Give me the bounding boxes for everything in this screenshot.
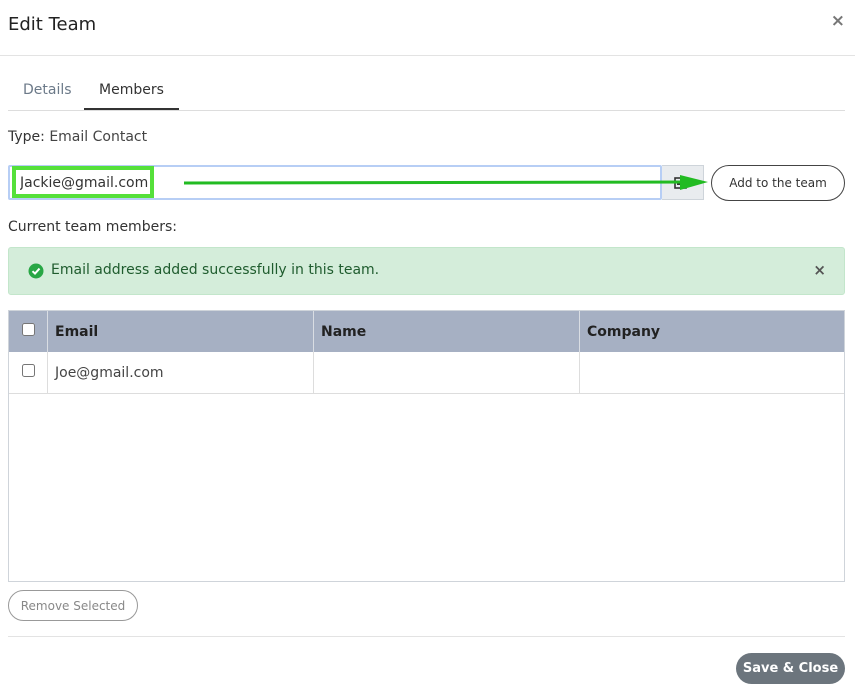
check-circle-icon: [28, 263, 44, 279]
email-input[interactable]: [8, 165, 662, 200]
add-to-team-button[interactable]: Add to the team: [711, 165, 845, 201]
table-row: Joe@gmail.com: [9, 352, 844, 394]
save-and-close-button[interactable]: Save & Close: [736, 653, 845, 684]
row-checkbox[interactable]: [21, 364, 35, 377]
alert-close-icon[interactable]: ×: [813, 261, 826, 279]
remove-selected-button[interactable]: Remove Selected: [8, 590, 138, 621]
type-label: Type:: [8, 129, 45, 145]
tab-members[interactable]: Members: [84, 71, 179, 110]
dialog-title: Edit Team: [8, 14, 97, 35]
cell-company: [579, 352, 844, 394]
alert-message: Email address added successfully in this…: [51, 262, 380, 278]
select-all-cell: [9, 311, 48, 352]
table-header-row: Email Name Company: [9, 311, 844, 352]
success-alert: Email address added successfully in this…: [8, 247, 845, 295]
tab-details[interactable]: Details: [23, 82, 72, 98]
contact-card-icon: [674, 177, 689, 189]
type-line: Type: Email Contact: [8, 129, 147, 145]
tab-bar: Details Members: [8, 71, 845, 111]
dialog-header: Edit Team ×: [0, 0, 855, 56]
members-table: Email Name Company Joe@gmail.com: [8, 310, 845, 582]
cell-name: [313, 352, 580, 394]
select-all-checkbox[interactable]: [21, 323, 35, 336]
row-select-cell: [9, 352, 48, 394]
column-header-name[interactable]: Name: [313, 311, 580, 352]
current-members-label: Current team members:: [8, 219, 177, 235]
column-header-company[interactable]: Company: [579, 311, 844, 352]
footer-divider: [8, 636, 845, 637]
input-addon-button[interactable]: [662, 165, 704, 200]
cell-email: Joe@gmail.com: [47, 352, 314, 394]
type-value: Email Contact: [49, 129, 148, 145]
close-icon[interactable]: ×: [830, 11, 845, 31]
column-header-email[interactable]: Email: [47, 311, 314, 352]
